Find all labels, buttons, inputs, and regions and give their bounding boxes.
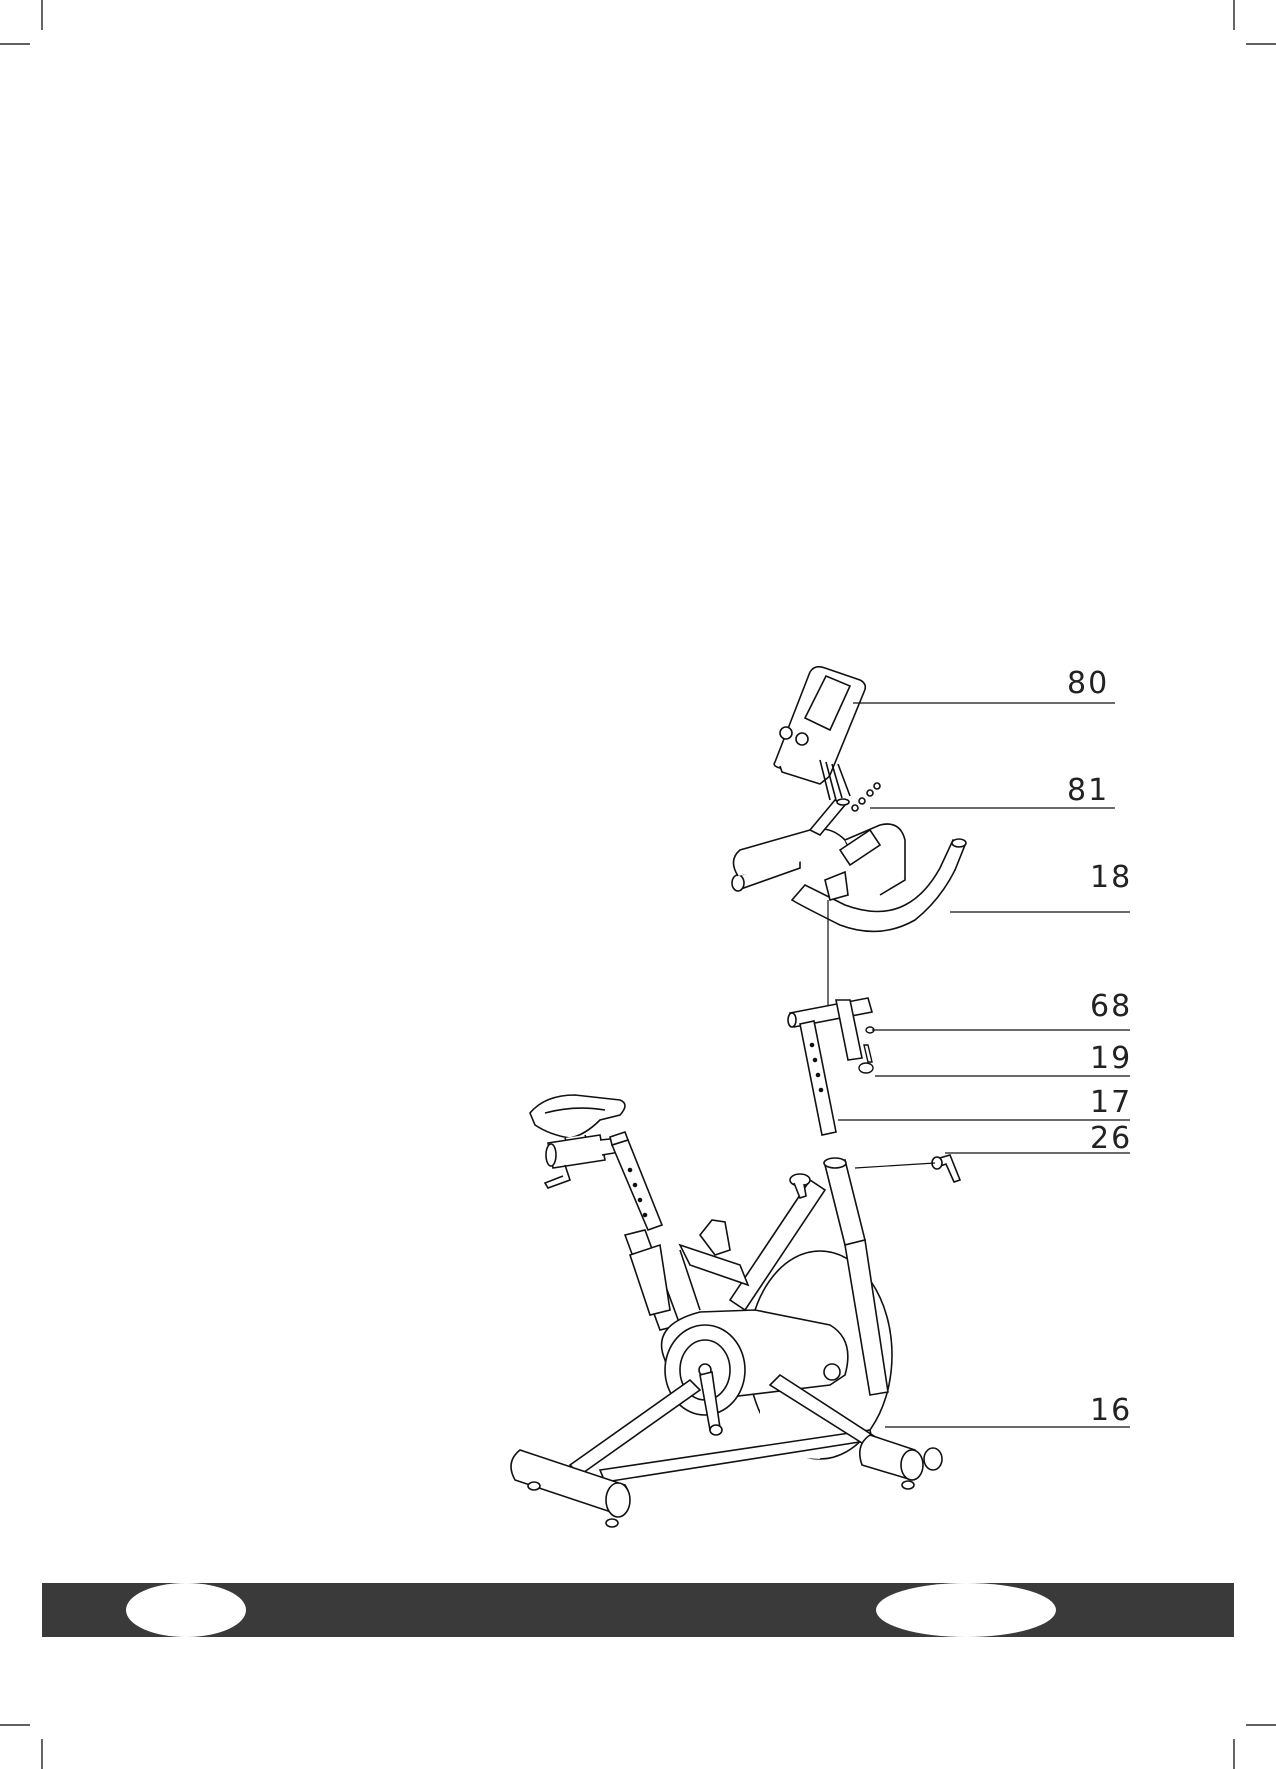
part-label-handlebar-post: 17	[1090, 1085, 1132, 1120]
handlebar-drawing	[732, 799, 966, 931]
part-label-washer: 68	[1090, 989, 1132, 1024]
console-screws-drawing	[852, 783, 880, 811]
part-label-handlebar: 18	[1090, 860, 1132, 895]
footer-left-oval	[126, 1583, 246, 1637]
seat-drawing	[530, 1095, 662, 1230]
part-label-main-frame: 16	[1090, 1393, 1132, 1428]
footer-bar	[42, 1583, 1234, 1637]
knob-drawing	[932, 1155, 960, 1182]
part-label-console-screws: 81	[1067, 773, 1109, 808]
bolt-drawing	[859, 1045, 873, 1073]
console-drawing	[774, 667, 865, 800]
footer-right-oval	[876, 1583, 1056, 1637]
part-label-knob: 26	[1090, 1121, 1132, 1156]
frame-drawing	[511, 1158, 942, 1527]
part-label-bolt: 19	[1090, 1041, 1132, 1076]
part-label-console: 80	[1067, 666, 1109, 701]
